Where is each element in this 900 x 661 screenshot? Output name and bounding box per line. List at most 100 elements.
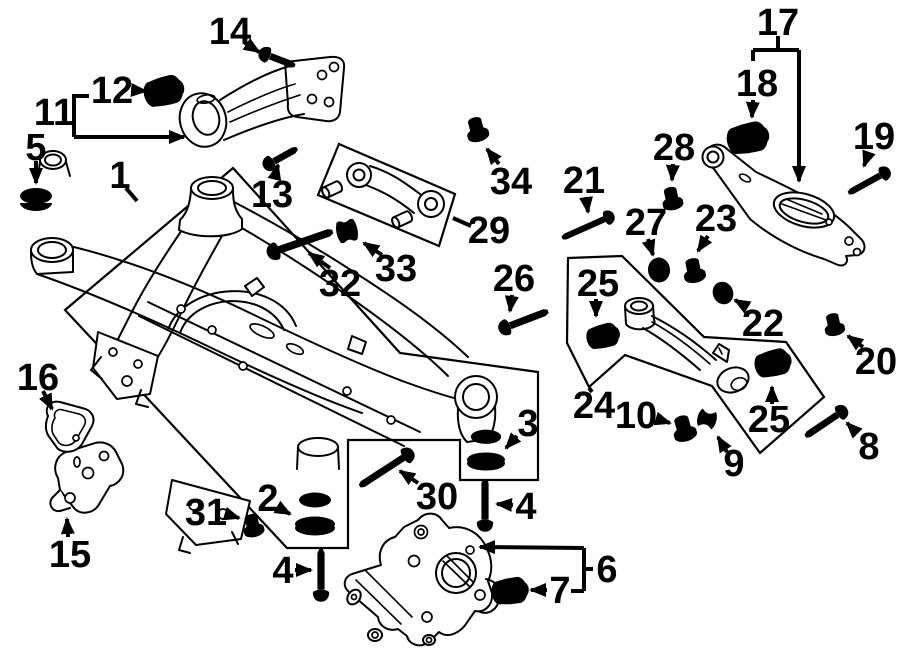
bushing-12: [140, 72, 188, 111]
callout-9[interactable]: 9: [716, 435, 745, 485]
callout-32[interactable]: 32: [307, 251, 361, 305]
leader-arrow: [696, 234, 713, 253]
bolt-30: [355, 444, 418, 494]
callout-2[interactable]: 2: [257, 478, 292, 520]
callout-label[interactable]: 30: [416, 476, 458, 518]
callout-5[interactable]: 5: [25, 127, 47, 185]
callout-label[interactable]: 25: [748, 399, 790, 441]
callout-21[interactable]: 21: [563, 160, 605, 214]
leader-arrow: [665, 163, 680, 182]
clip-9: [695, 407, 719, 431]
leader-arrow: [362, 241, 384, 258]
callout-label[interactable]: 21: [563, 160, 605, 202]
callout-label[interactable]: 28: [653, 127, 695, 169]
callout-label[interactable]: 3: [517, 403, 538, 445]
callout-label[interactable]: 33: [375, 248, 417, 290]
callout-6[interactable]: 6: [478, 540, 618, 593]
callout-30[interactable]: 30: [398, 469, 458, 518]
callout-label[interactable]: 8: [858, 426, 879, 468]
callout-label[interactable]: 23: [695, 198, 737, 240]
callout-label[interactable]: 29: [468, 210, 510, 252]
callout-14[interactable]: 14: [209, 11, 261, 54]
callout-25[interactable]: 25: [577, 263, 619, 318]
cam-plate-33: [334, 217, 360, 245]
callout-label[interactable]: 15: [49, 534, 91, 576]
leader-arrow: [579, 196, 593, 214]
leader-arrow: [242, 38, 261, 54]
callout-label[interactable]: 6: [596, 549, 617, 591]
callout-34[interactable]: 34: [485, 147, 532, 203]
callout-17[interactable]: 17: [751, 2, 806, 183]
callout-label[interactable]: 14: [209, 11, 251, 53]
callout-27[interactable]: 27: [625, 202, 667, 257]
callout-label[interactable]: 2: [257, 478, 278, 520]
leader-arrow: [653, 411, 672, 426]
callout-18[interactable]: 18: [736, 63, 778, 119]
toe-link: [321, 162, 445, 229]
callout-12[interactable]: 12: [91, 70, 148, 112]
leader-arrow: [495, 497, 514, 512]
callout-7[interactable]: 7: [529, 570, 571, 612]
callout-label[interactable]: 34: [490, 161, 532, 203]
callout-label[interactable]: 25: [577, 263, 619, 305]
callout-20[interactable]: 20: [846, 334, 897, 383]
callout-11[interactable]: 11: [34, 92, 186, 144]
callout-8[interactable]: 8: [845, 421, 880, 468]
callout-22[interactable]: 22: [733, 298, 784, 345]
callout-label[interactable]: 31: [185, 492, 227, 534]
leader-arrow: [267, 163, 282, 182]
leader-line: [587, 386, 594, 394]
callout-label[interactable]: 26: [493, 258, 535, 300]
callout-19[interactable]: 19: [853, 116, 895, 168]
callout-26[interactable]: 26: [493, 258, 535, 313]
callout-label[interactable]: 24: [573, 385, 615, 427]
callout-label[interactable]: 7: [549, 570, 570, 612]
callout-label[interactable]: 13: [251, 174, 293, 216]
callout-28[interactable]: 28: [653, 127, 695, 182]
callout-31[interactable]: 31: [185, 492, 241, 534]
callout-label[interactable]: 11: [34, 92, 74, 134]
nut-20: [821, 311, 847, 338]
callout-label[interactable]: 18: [736, 63, 778, 105]
leader-line: [124, 186, 139, 203]
callout-label[interactable]: 5: [25, 127, 46, 169]
callout-10[interactable]: 10: [615, 395, 672, 437]
callouts: 1234456789101112131415161718192021222324…: [17, 2, 897, 612]
callout-label[interactable]: 1: [109, 155, 130, 197]
callout-label[interactable]: 20: [855, 341, 897, 383]
callout-16[interactable]: 16: [17, 357, 59, 411]
leader-arrow: [485, 147, 502, 166]
callout-label[interactable]: 9: [723, 443, 744, 485]
callout-3[interactable]: 3: [504, 403, 539, 450]
callout-label[interactable]: 16: [17, 357, 59, 399]
callout-label[interactable]: 27: [625, 202, 667, 244]
callout-4[interactable]: 4: [272, 550, 313, 592]
callout-23[interactable]: 23: [695, 198, 737, 253]
nut-34: [462, 114, 491, 145]
callout-29[interactable]: 29: [452, 210, 510, 252]
callout-33[interactable]: 33: [362, 241, 417, 290]
callout-24[interactable]: 24: [573, 385, 615, 427]
callout-label[interactable]: 12: [91, 70, 133, 112]
leader-arrow: [745, 99, 760, 119]
callout-label[interactable]: 4: [515, 486, 536, 528]
callout-25[interactable]: 25: [748, 385, 790, 441]
callout-label[interactable]: 32: [319, 263, 361, 305]
callout-label[interactable]: 22: [742, 303, 784, 345]
callout-1[interactable]: 1: [109, 155, 139, 203]
callout-label[interactable]: 19: [853, 116, 895, 158]
knuckle: [343, 512, 501, 647]
callout-4[interactable]: 4: [495, 486, 537, 528]
bolt-4-left: [312, 549, 330, 602]
leader-arrow: [478, 540, 585, 555]
callout-15[interactable]: 15: [49, 517, 91, 576]
callout-label[interactable]: 17: [757, 2, 799, 44]
callout-13[interactable]: 13: [251, 163, 293, 216]
bolt-4-right: [476, 479, 494, 532]
leader-arrow: [273, 500, 292, 516]
leader-arrow: [733, 298, 752, 314]
callout-label[interactable]: 4: [272, 550, 293, 592]
bolt-26: [495, 303, 552, 338]
callout-label[interactable]: 10: [615, 395, 657, 437]
